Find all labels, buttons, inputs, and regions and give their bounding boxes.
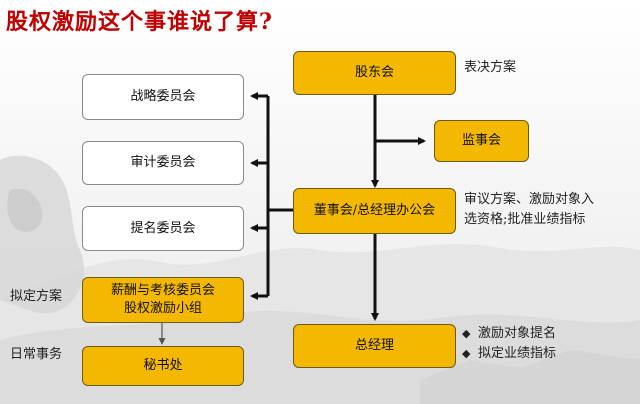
audit-committee-label: 审计委员会 [130, 155, 196, 171]
page-title: 股权激励这个事谁说了算? [6, 9, 273, 35]
supervisors-box: 监事会 [434, 120, 529, 162]
gm-bullet-text: 激励对象提名 [478, 326, 557, 341]
board-note-line1: 审议方案、激励对象入 [464, 192, 595, 207]
nomination-committee-label: 提名委员会 [130, 220, 196, 236]
board-note-line2: 选资格;批准业绩指标 [464, 211, 586, 227]
diamond-bullet-icon: ◆ [462, 347, 471, 360]
shareholders-box: 股东会 [293, 51, 456, 95]
secretariat-box: 秘书处 [82, 346, 244, 386]
gm-bullet-item: ◆ 激励对象提名 [462, 324, 556, 344]
board-box: 董事会/总经理办公会 [293, 188, 456, 234]
supervisors-label: 监事会 [461, 133, 501, 149]
gm-bullet-text: 拟定业绩指标 [478, 346, 557, 361]
compensation-committee-box: 薪酬与考核委员会 股权激励小组 [82, 277, 244, 323]
diamond-bullet-icon: ◆ [462, 327, 471, 340]
board-label: 董事会/总经理办公会 [313, 203, 436, 219]
strategy-committee-label: 战略委员会 [130, 89, 196, 105]
compensation-committee-label: 薪酬与考核委员会 [110, 283, 215, 299]
nomination-committee-box: 提名委员会 [82, 206, 244, 251]
equity-incentive-group-label: 股权激励小组 [123, 301, 202, 316]
gm-bullet-item: ◆ 拟定业绩指标 [462, 344, 556, 364]
draft-plan-note: 拟定方案 [10, 289, 63, 304]
audit-committee-box: 审计委员会 [82, 141, 244, 185]
secretariat-label: 秘书处 [143, 358, 183, 374]
general-manager-box: 总经理 [293, 324, 456, 368]
daily-affairs-note: 日常事务 [10, 347, 63, 362]
general-manager-label: 总经理 [354, 338, 394, 354]
strategy-committee-box: 战略委员会 [82, 74, 244, 120]
shareholders-note: 表决方案 [464, 60, 517, 75]
board-note: 审议方案、激励对象入 选资格;批准业绩指标 [464, 190, 594, 229]
shareholders-label: 股东会 [354, 65, 394, 81]
